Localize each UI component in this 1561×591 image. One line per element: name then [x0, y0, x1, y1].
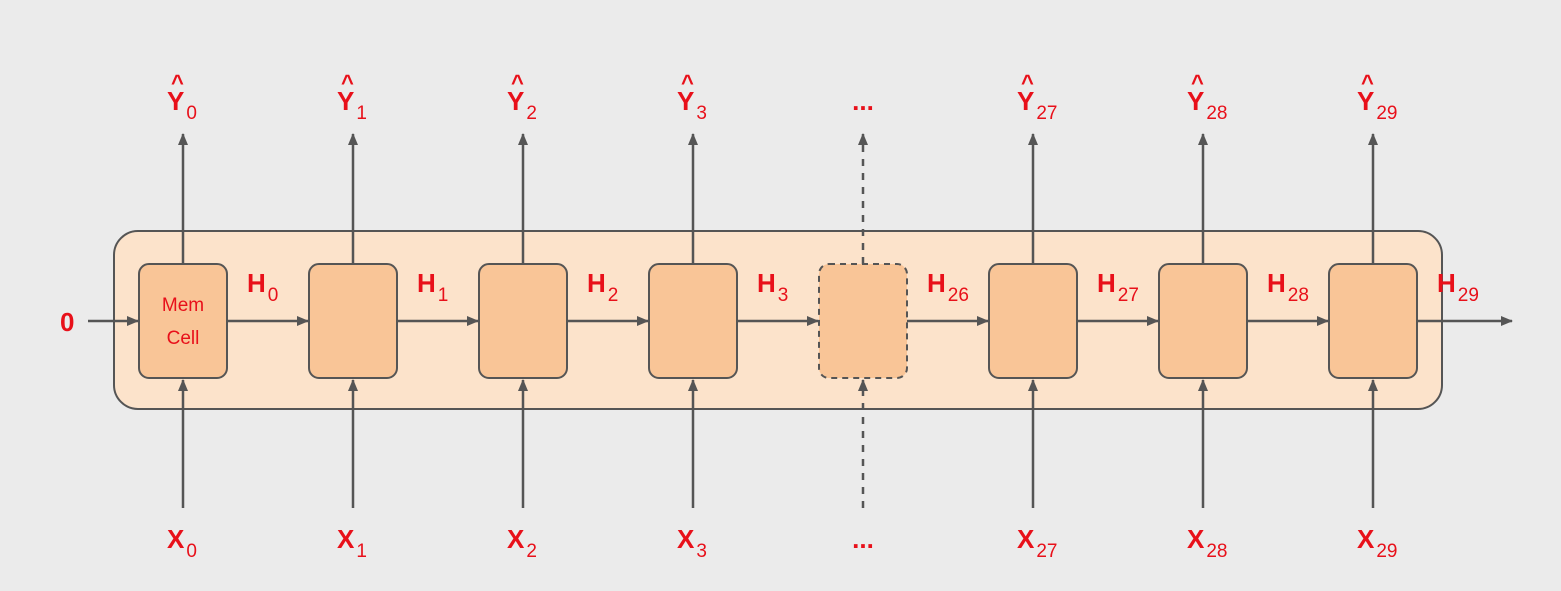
hidden-state-label-subscript: 2: [608, 285, 619, 306]
input-label-subscript: 1: [356, 541, 367, 562]
hidden-state-label-main: H: [927, 268, 946, 298]
output-label-main: Y: [1017, 86, 1034, 116]
input-label-main: X: [1187, 524, 1205, 554]
input-ellipsis: ...: [852, 524, 874, 554]
input-label-main: X: [677, 524, 695, 554]
hidden-state-label-main: H: [247, 268, 266, 298]
input-label-subscript: 2: [526, 541, 537, 562]
input-label-main: X: [1357, 524, 1375, 554]
memory-cell: [648, 263, 738, 379]
hidden-state-label-subscript: 0: [268, 285, 279, 306]
initial-state-label: 0: [60, 307, 74, 337]
memory-cell: [478, 263, 568, 379]
memory-cell: [1328, 263, 1418, 379]
hidden-state-label-main: H: [587, 268, 606, 298]
hidden-state-label-subscript: 29: [1458, 285, 1479, 306]
output-label-hat: ^: [681, 70, 694, 95]
hidden-state-label-subscript: 27: [1118, 285, 1139, 306]
output-label-subscript: 27: [1036, 103, 1057, 124]
hidden-state-label-subscript: 3: [778, 285, 789, 306]
output-label-subscript: 1: [356, 103, 367, 124]
output-label-hat: ^: [1191, 70, 1204, 95]
hidden-state-label-main: H: [1437, 268, 1456, 298]
output-label-main: Y: [1357, 86, 1374, 116]
input-label-main: X: [507, 524, 525, 554]
hidden-state-label-subscript: 1: [438, 285, 449, 306]
hidden-state-label-subscript: 28: [1288, 285, 1309, 306]
output-label-subscript: 3: [696, 103, 707, 124]
memory-cell: [138, 263, 228, 379]
output-label-main: Y: [1187, 86, 1204, 116]
output-label-hat: ^: [341, 70, 354, 95]
input-label-subscript: 27: [1036, 541, 1057, 562]
output-label-subscript: 28: [1206, 103, 1227, 124]
input-label-subscript: 3: [696, 541, 707, 562]
cell-label-line2: Cell: [167, 328, 200, 349]
input-label-main: X: [337, 524, 355, 554]
hidden-state-label-main: H: [417, 268, 436, 298]
memory-cell: [988, 263, 1078, 379]
output-label-hat: ^: [171, 70, 184, 95]
input-label-main: X: [167, 524, 185, 554]
memory-cell: [308, 263, 398, 379]
output-label-hat: ^: [1021, 70, 1034, 95]
output-label-main: Y: [337, 86, 354, 116]
input-label-subscript: 28: [1206, 541, 1227, 562]
output-label-subscript: 2: [526, 103, 537, 124]
cell-label-line1: Mem: [162, 295, 204, 316]
output-label-subscript: 0: [186, 103, 197, 124]
hidden-state-label-main: H: [1097, 268, 1116, 298]
input-label-subscript: 0: [186, 541, 197, 562]
memory-cell-placeholder: [818, 263, 908, 379]
output-label-subscript: 29: [1376, 103, 1397, 124]
input-label-main: X: [1017, 524, 1035, 554]
hidden-state-label-main: H: [1267, 268, 1286, 298]
output-label-hat: ^: [1361, 70, 1374, 95]
input-label-subscript: 29: [1376, 541, 1397, 562]
output-ellipsis: ...: [852, 86, 874, 116]
output-label-hat: ^: [511, 70, 524, 95]
memory-cell: [1158, 263, 1248, 379]
output-label-main: Y: [507, 86, 524, 116]
output-label-main: Y: [167, 86, 184, 116]
hidden-state-label-main: H: [757, 268, 776, 298]
output-label-main: Y: [677, 86, 694, 116]
hidden-state-label-subscript: 26: [948, 285, 969, 306]
